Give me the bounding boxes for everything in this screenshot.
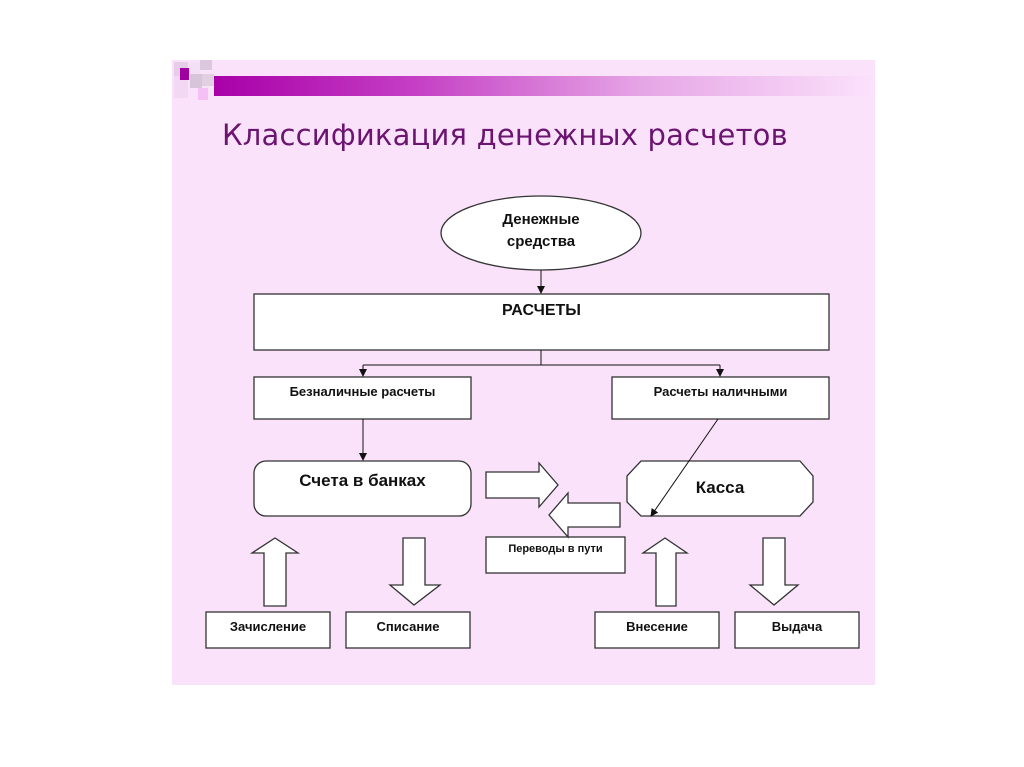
kassa-node-label: Касса <box>695 478 745 497</box>
deco-square <box>202 74 214 86</box>
cash-node-box <box>611 376 830 420</box>
deposit-node-label: Внесение <box>626 619 688 634</box>
block-arrow-down-withdrawal <box>748 537 800 606</box>
main-node-box <box>253 293 830 351</box>
credit-node-label: Зачисление <box>229 619 307 634</box>
deco-square <box>198 88 208 100</box>
block-arrow-up-credit <box>249 537 301 607</box>
diagram <box>205 195 860 649</box>
transfer-node-box <box>485 536 626 574</box>
root-node-line1: Денежные <box>502 211 580 228</box>
withdrawal-node-box <box>734 611 860 649</box>
deco-square <box>200 60 212 70</box>
cashless-node-box <box>253 376 472 420</box>
decorative-squares <box>174 60 214 100</box>
cashless-node-label: Безналичные расчеты <box>289 384 436 399</box>
debit-node-box <box>345 611 471 649</box>
root-node-line2: средства <box>506 233 576 250</box>
block-arrow-left <box>548 491 621 539</box>
slide-title: Классификация денежных расчетов <box>222 118 788 152</box>
deco-square <box>190 74 202 88</box>
root-node-label: Денежные средства <box>441 209 641 253</box>
cash-node-label: Расчеты наличными <box>653 384 788 399</box>
deposit-node-box <box>594 611 720 649</box>
block-arrow-down-debit <box>388 537 442 606</box>
bank-node-box <box>253 460 472 517</box>
deco-square <box>180 68 189 80</box>
title-accent-bar <box>214 76 875 96</box>
kassa-node-box <box>626 460 814 517</box>
deco-square <box>188 62 200 76</box>
credit-node-box <box>205 611 331 649</box>
edge-cash-kassa <box>650 418 719 517</box>
bank-node-label: Счета в банках <box>299 471 426 490</box>
block-arrow-right <box>485 461 559 509</box>
debit-node-label: Списание <box>376 619 440 634</box>
transfer-node-label: Переводы в пути <box>508 543 603 555</box>
withdrawal-node-label: Выдача <box>771 619 823 634</box>
block-arrow-up-deposit <box>640 537 690 607</box>
slide: Классификация денежных расчетов <box>172 60 875 685</box>
deco-square <box>174 76 188 98</box>
main-node-label: РАСЧЕТЫ <box>502 302 581 319</box>
